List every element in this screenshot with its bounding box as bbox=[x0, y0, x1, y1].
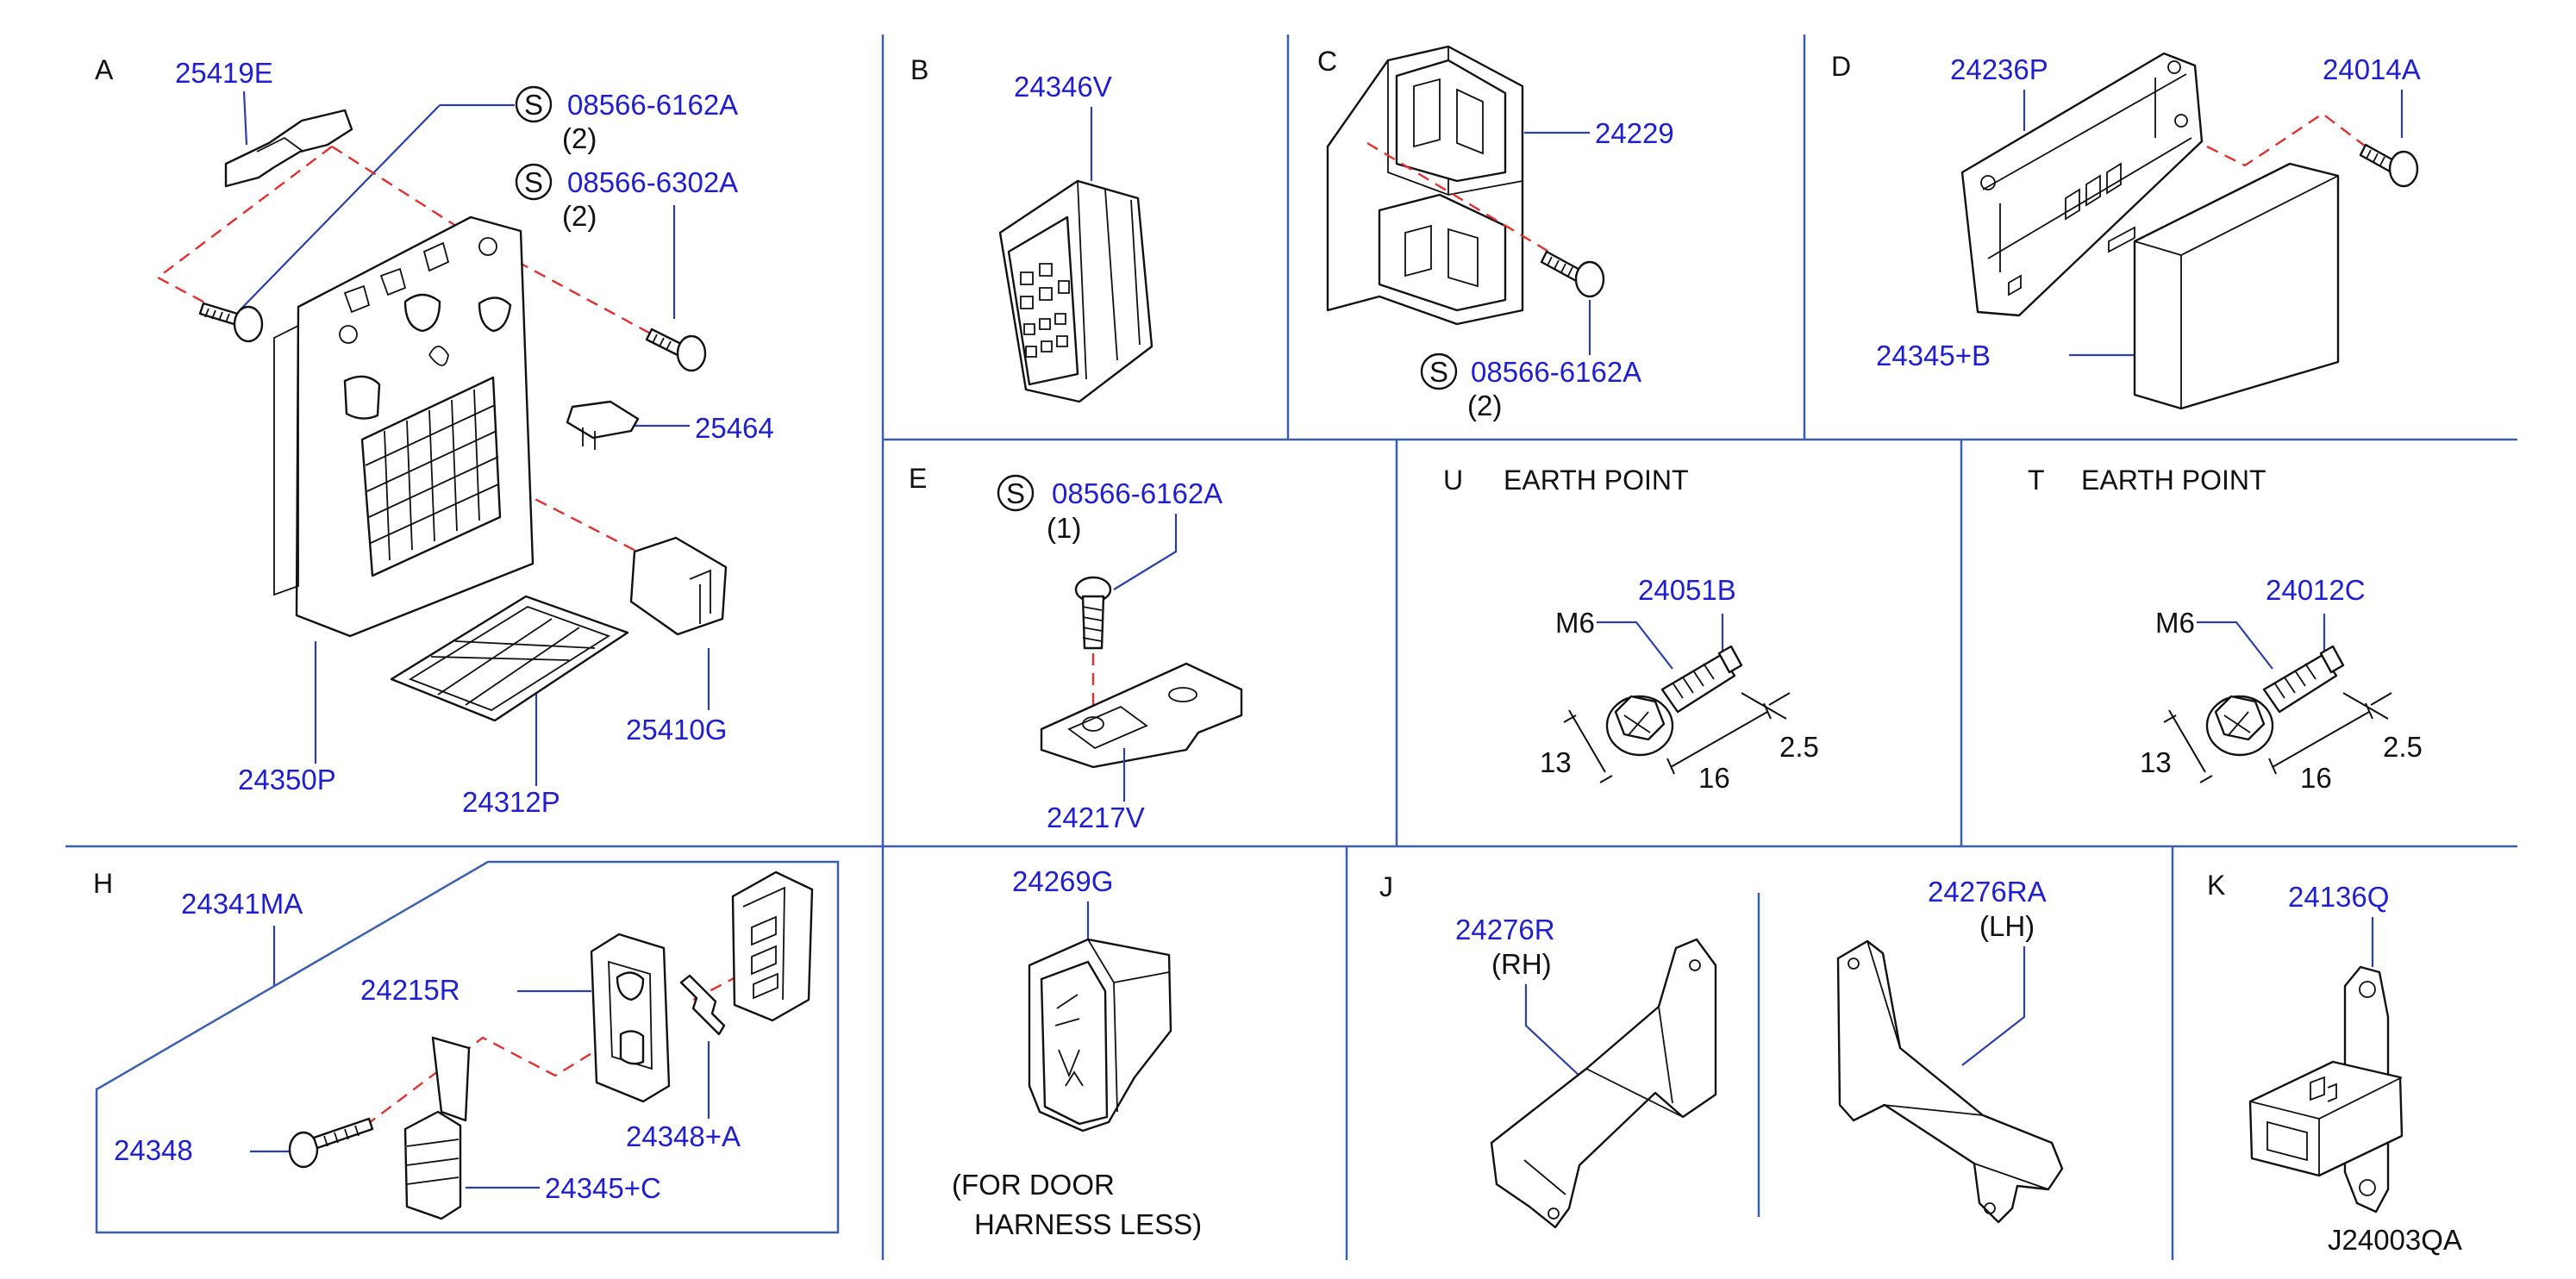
bracket-24276ra bbox=[1836, 939, 2064, 1224]
section-letter: D bbox=[1831, 51, 1851, 82]
connector-25410g bbox=[629, 536, 728, 636]
dimension-13: 13 bbox=[1540, 746, 1572, 778]
thread-size: M6 bbox=[2155, 607, 2195, 639]
section-letter: A bbox=[95, 54, 114, 85]
section-grid bbox=[66, 34, 2517, 1260]
bolt-08566-6162a bbox=[1540, 250, 1605, 298]
section-letter: H bbox=[93, 868, 113, 899]
section-h: H 24341MA 24215R 24348 24348+A 24345+C bbox=[93, 860, 840, 1234]
dimension-13: 13 bbox=[2140, 746, 2172, 778]
clip-24345-c bbox=[403, 1110, 462, 1220]
standard-part-mark bbox=[1420, 353, 1458, 390]
part-number-24345-b: 24345+B bbox=[1876, 340, 1991, 371]
part-number-24312p: 24312P bbox=[462, 786, 560, 818]
section-letter: J bbox=[1379, 871, 1393, 902]
side-rh: (RH) bbox=[1491, 948, 1552, 980]
dimension-2-5: 2.5 bbox=[1779, 731, 1819, 763]
note-line-2: HARNESS LESS) bbox=[974, 1208, 1202, 1240]
quantity: (2) bbox=[1467, 390, 1502, 421]
part-number-24012c: 24012C bbox=[2266, 574, 2366, 606]
section-letter: C bbox=[1317, 46, 1337, 77]
part-number-08566-6162a: 08566-6162A bbox=[1052, 477, 1222, 509]
section-d: D 24236P 24014A 24345+B bbox=[1831, 51, 2421, 410]
part-number-24345-c: 24345+C bbox=[545, 1172, 661, 1204]
section-letter: T bbox=[2028, 465, 2045, 496]
bracket-24236p bbox=[1960, 52, 2204, 317]
earth-bolt-24051b bbox=[1605, 645, 1743, 757]
standard-part-mark bbox=[515, 85, 553, 123]
section-g: 24269G (FOR DOOR HARNESS LESS) bbox=[952, 865, 1202, 1240]
screw-24348 bbox=[288, 1117, 374, 1169]
section-c: C 24229 S 08566-6162A (2) bbox=[1317, 45, 1674, 421]
fuse-25464 bbox=[566, 400, 640, 440]
earth-bolt-24012c bbox=[2205, 645, 2345, 757]
part-number-24014a: 24014A bbox=[2323, 53, 2421, 85]
part-number-24229: 24229 bbox=[1595, 117, 1674, 149]
standard-part-mark bbox=[997, 474, 1035, 512]
kit-outline bbox=[95, 860, 840, 1234]
part-number-08566-6162a: 08566-6162A bbox=[1471, 356, 1641, 388]
plate-24348-a bbox=[679, 974, 726, 1036]
bracket-24276r bbox=[1490, 938, 1717, 1229]
bolt-24014a bbox=[2359, 143, 2419, 188]
standard-part-mark bbox=[515, 163, 553, 201]
section-u: U EARTH POINT 24051B M6 13 16 2.5 bbox=[1443, 465, 1819, 794]
section-e: E S 08566-6162A (1) 24217V bbox=[909, 463, 1243, 833]
quantity: (2) bbox=[562, 200, 597, 232]
part-number-24350p: 24350P bbox=[238, 764, 336, 795]
dimension-16: 16 bbox=[1698, 762, 1730, 794]
thread-size: M6 bbox=[1555, 607, 1595, 639]
section-title: EARTH POINT bbox=[2081, 465, 2267, 496]
part-number-08566-6162a: 08566-6162A bbox=[567, 89, 738, 121]
part-number-08566-6302a: 08566-6302A bbox=[567, 166, 738, 198]
section-letter: B bbox=[910, 54, 928, 85]
bracket-25419e bbox=[224, 109, 353, 188]
standard-mark-s: S bbox=[1006, 477, 1025, 509]
section-title: EARTH POINT bbox=[1504, 465, 1689, 496]
terminal-24217v bbox=[1040, 662, 1243, 769]
dimension-2-5: 2.5 bbox=[2383, 731, 2423, 763]
part-number-24348-a: 24348+A bbox=[626, 1120, 741, 1152]
standard-mark-s: S bbox=[1429, 356, 1448, 388]
drawing-code: J24003QA bbox=[2328, 1224, 2462, 1256]
part-number-24276r: 24276R bbox=[1455, 914, 1555, 945]
section-j: J 24276R (RH) 24276RA (LH) bbox=[1379, 871, 2064, 1229]
section-a: A 25419E S 08566-6162A (2) S 08566-6302A… bbox=[95, 54, 774, 818]
part-number-24341ma: 24341MA bbox=[181, 888, 303, 920]
part-number-24276ra: 24276RA bbox=[1928, 876, 2047, 908]
part-number-24269g: 24269G bbox=[1012, 865, 1113, 897]
part-number-25410g: 25410G bbox=[626, 714, 727, 746]
section-b: B 24346V bbox=[910, 54, 1154, 403]
part-number-24051b: 24051B bbox=[1638, 574, 1736, 606]
part-number-25464: 25464 bbox=[695, 412, 774, 444]
note-line-1: (FOR DOOR bbox=[952, 1169, 1115, 1201]
dimension-16: 16 bbox=[2300, 762, 2332, 794]
holder-24215r bbox=[590, 933, 671, 1103]
part-number-24136q: 24136Q bbox=[2288, 881, 2389, 913]
standard-mark-s: S bbox=[524, 166, 543, 198]
part-number-24215r: 24215R bbox=[360, 974, 460, 1006]
section-t: T EARTH POINT 24012C M6 13 16 2.5 bbox=[2028, 465, 2423, 794]
part-number-25419e: 25419E bbox=[175, 57, 273, 89]
screw-08566-6162a bbox=[198, 302, 264, 343]
section-letter: K bbox=[2207, 870, 2225, 901]
quantity: (1) bbox=[1047, 512, 1081, 544]
quantity: (2) bbox=[562, 122, 597, 154]
section-letter: E bbox=[909, 463, 927, 494]
module-24345-b bbox=[2133, 162, 2340, 410]
bolt-08566-6302a bbox=[645, 328, 707, 372]
standard-mark-s: S bbox=[524, 89, 543, 121]
part-number-24346v: 24346V bbox=[1014, 71, 1112, 103]
section-k: K 24136Q J24003QA bbox=[2207, 870, 2462, 1256]
part-number-24348: 24348 bbox=[114, 1134, 193, 1166]
side-lh: (LH) bbox=[1979, 910, 2035, 942]
section-letter: U bbox=[1443, 465, 1463, 496]
part-number-24236p: 24236P bbox=[1950, 53, 2048, 85]
bolt-08566-6162a bbox=[1074, 576, 1112, 650]
part-number-24217v: 24217V bbox=[1047, 802, 1145, 833]
connector-24341ma bbox=[731, 870, 814, 1022]
